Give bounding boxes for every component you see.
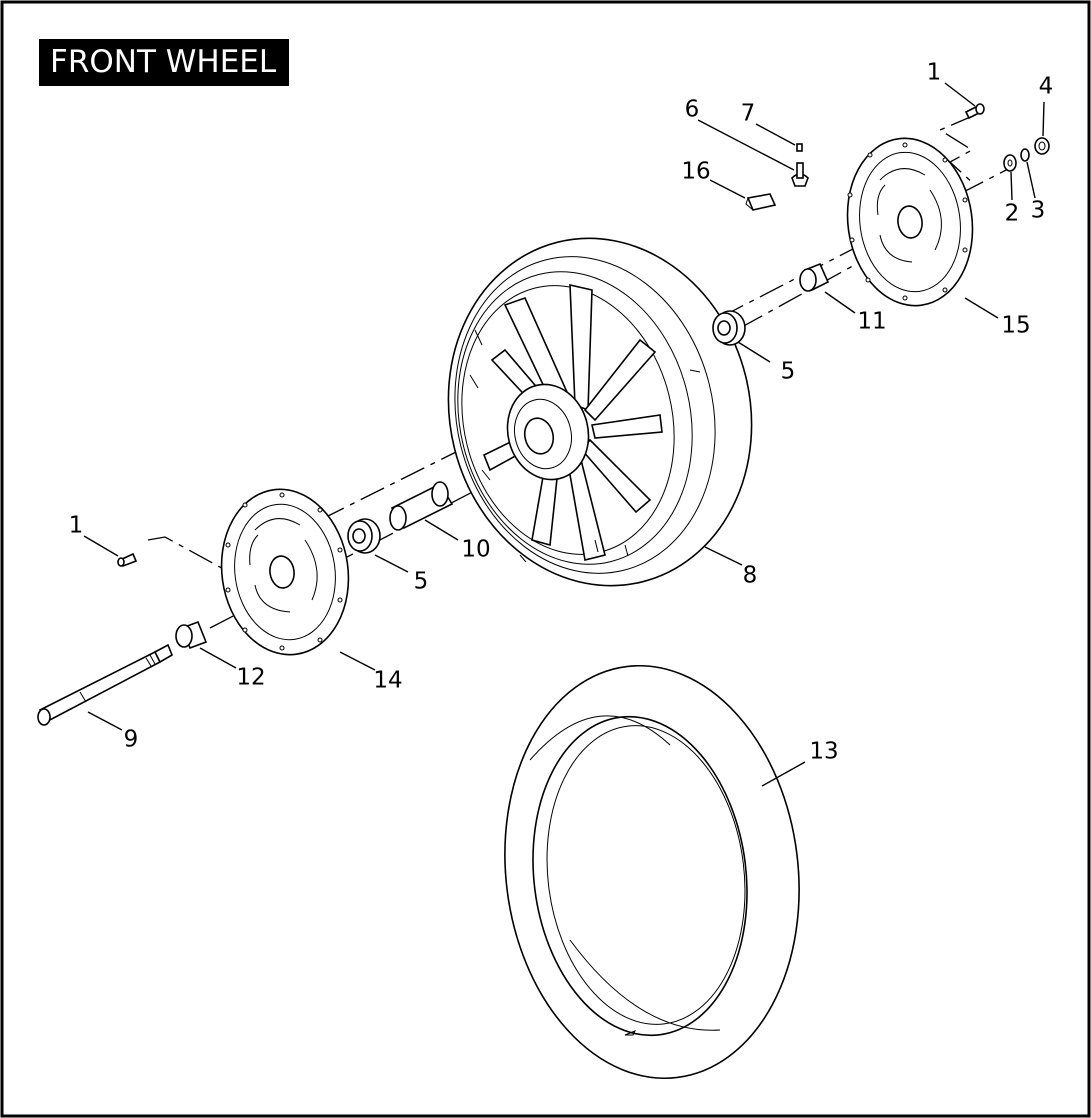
spacer-sleeve (389, 481, 454, 531)
brake-rotor-right (846, 137, 974, 307)
callout-6: 6 (685, 97, 700, 123)
callout-3: 3 (1031, 198, 1046, 224)
callout-12: 12 (236, 665, 265, 691)
callout-4: 4 (1039, 74, 1054, 100)
diagram-title: FRONT WHEEL (50, 44, 277, 80)
front-axle (37, 643, 173, 726)
title-block: FRONT WHEEL (39, 39, 289, 86)
callout-5-right: 5 (781, 359, 796, 385)
callout-1-top: 1 (927, 60, 942, 86)
wheel (447, 237, 753, 587)
wheel-bearing-left (347, 518, 381, 554)
callout-11: 11 (857, 309, 886, 335)
balance-weight (745, 193, 777, 211)
axle-spacer-left (175, 620, 208, 650)
rotor-bolt-top (964, 103, 985, 120)
lock-washer (1020, 148, 1030, 162)
callout-16: 16 (681, 159, 710, 185)
valve-cap (796, 143, 803, 152)
callout-7: 7 (741, 101, 756, 127)
callout-10: 10 (461, 537, 490, 563)
callout-13: 13 (809, 739, 838, 765)
valve-stem (791, 162, 809, 187)
callout-5-left: 5 (414, 569, 429, 595)
axle-spacer-right (799, 262, 830, 292)
wheel-hub (506, 383, 590, 481)
callout-14: 14 (373, 668, 402, 694)
leader-lines (83, 82, 1045, 787)
washer (1003, 154, 1017, 172)
wheel-bearing-right (712, 310, 746, 346)
brake-rotor-left (220, 488, 350, 656)
tire (504, 664, 800, 1080)
callout-15: 15 (1001, 313, 1030, 339)
callout-2: 2 (1005, 201, 1020, 227)
callout-8: 8 (743, 563, 758, 589)
nut (1034, 137, 1050, 155)
callout-9: 9 (124, 727, 139, 753)
callout-1-left: 1 (69, 513, 84, 539)
rotor-bolt-left (117, 552, 138, 568)
rim-slots (469, 329, 701, 563)
callout-labels: 1 2 3 4 5 6 7 8 9 10 11 12 13 14 15 16 1… (69, 60, 1054, 765)
